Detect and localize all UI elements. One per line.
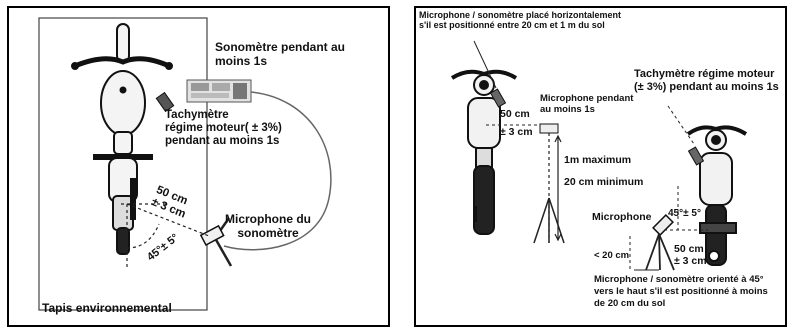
bottom-note-line1: Microphone / sonomètre orienté à 45° (594, 274, 764, 285)
bottom-note-line2: vers le haut s'il est positionné à moins (594, 285, 768, 297)
microphone-label-line1: Microphone du (225, 212, 311, 226)
angle-label-right: 45°± 5° (668, 208, 701, 219)
right-diagram-drawing (450, 40, 748, 271)
low-mic-dimension-lines (629, 186, 708, 270)
environmental-mat (38, 17, 208, 311)
microphone-label: Microphone du sonomètre (225, 212, 311, 241)
sound-level-meter (186, 79, 252, 103)
low-microphone-tripod (645, 214, 675, 271)
tachometer-label-line2: régime moteur( ± 3%) (165, 122, 282, 135)
below-20cm-label: < 20 cm (594, 250, 630, 261)
distance-left-label: 50 cm ± 3 cm (500, 108, 533, 138)
distance-left-value: 50 cm (500, 108, 530, 120)
sound-meter-label-line2: moins 1s (215, 53, 268, 68)
tachometer-right-line1: Tachymètre régime moteur (634, 68, 775, 80)
tachometer-device (155, 91, 175, 113)
microphone-label-line2: sonomètre (237, 225, 299, 240)
distance-right-tolerance: ± 3 cm (674, 255, 707, 268)
tacho-arrow-right (667, 105, 695, 145)
height-dimension (554, 134, 562, 242)
hanging-microphone (533, 123, 565, 244)
hanging-mic-line2: au moins 1s (540, 103, 595, 115)
motorcycle-front-view (450, 69, 518, 235)
hanging-mic-label: Microphone pendant au moins 1s (540, 93, 634, 116)
tachometer-label: Tachymètre régime moteur( ± 3%) pendant … (165, 109, 282, 149)
sound-meter-label-line1: Sonomètre pendant au (215, 40, 346, 54)
tachometer-label-right: Tachymètre régime moteur (± 3%) pendant … (634, 68, 779, 93)
hanging-mic-line1: Microphone pendant (540, 93, 634, 104)
environmental-mat-label: Tapis environnemental (42, 301, 172, 315)
microphone-label-right: Microphone (592, 211, 652, 223)
distance-right-value: 50 cm (674, 243, 704, 255)
right-diagram-panel: Microphone / sonomètre placé horizontale… (414, 6, 787, 327)
motorcycle-rear-view (686, 125, 748, 266)
microphone-cable (223, 91, 332, 251)
top-note-line2: s'il est positionné entre 20 cm et 1 m d… (419, 20, 605, 31)
left-diagram-drawing (38, 17, 332, 311)
microphone-on-stand (199, 217, 233, 267)
distance-left-tolerance: ± 3 cm (500, 126, 533, 139)
top-note-line1: Microphone / sonomètre placé horizontale… (419, 10, 622, 20)
tachometer-label-line3: pendant au moins 1s (165, 135, 280, 148)
left-diagram-panel: Sonomètre pendant au moins 1s Tachymètre… (7, 6, 390, 327)
tachometer-device-front (489, 88, 507, 108)
bottom-note: Microphone / sonomètre orienté à 45° ver… (594, 274, 768, 310)
bottom-note-line3: de 20 cm du sol (594, 297, 666, 309)
tachometer-label-line1: Tachymètre (165, 109, 229, 121)
angle-dimension-lines (121, 203, 210, 270)
tachometer-right-line2: (± 3%) pendant au moins 1s (634, 80, 779, 93)
top-note: Microphone / sonomètre placé horizontale… (419, 10, 621, 31)
height-min-label: 20 cm minimum (564, 176, 644, 188)
distance-right-label: 50 cm ± 3 cm (674, 243, 707, 267)
sound-meter-label: Sonomètre pendant au moins 1s (215, 40, 346, 69)
note-arrow-left (473, 40, 497, 89)
tachometer-device-rear (687, 146, 705, 166)
height-max-label: 1m maximum (564, 154, 632, 166)
motorcycle-top-view (71, 23, 173, 255)
